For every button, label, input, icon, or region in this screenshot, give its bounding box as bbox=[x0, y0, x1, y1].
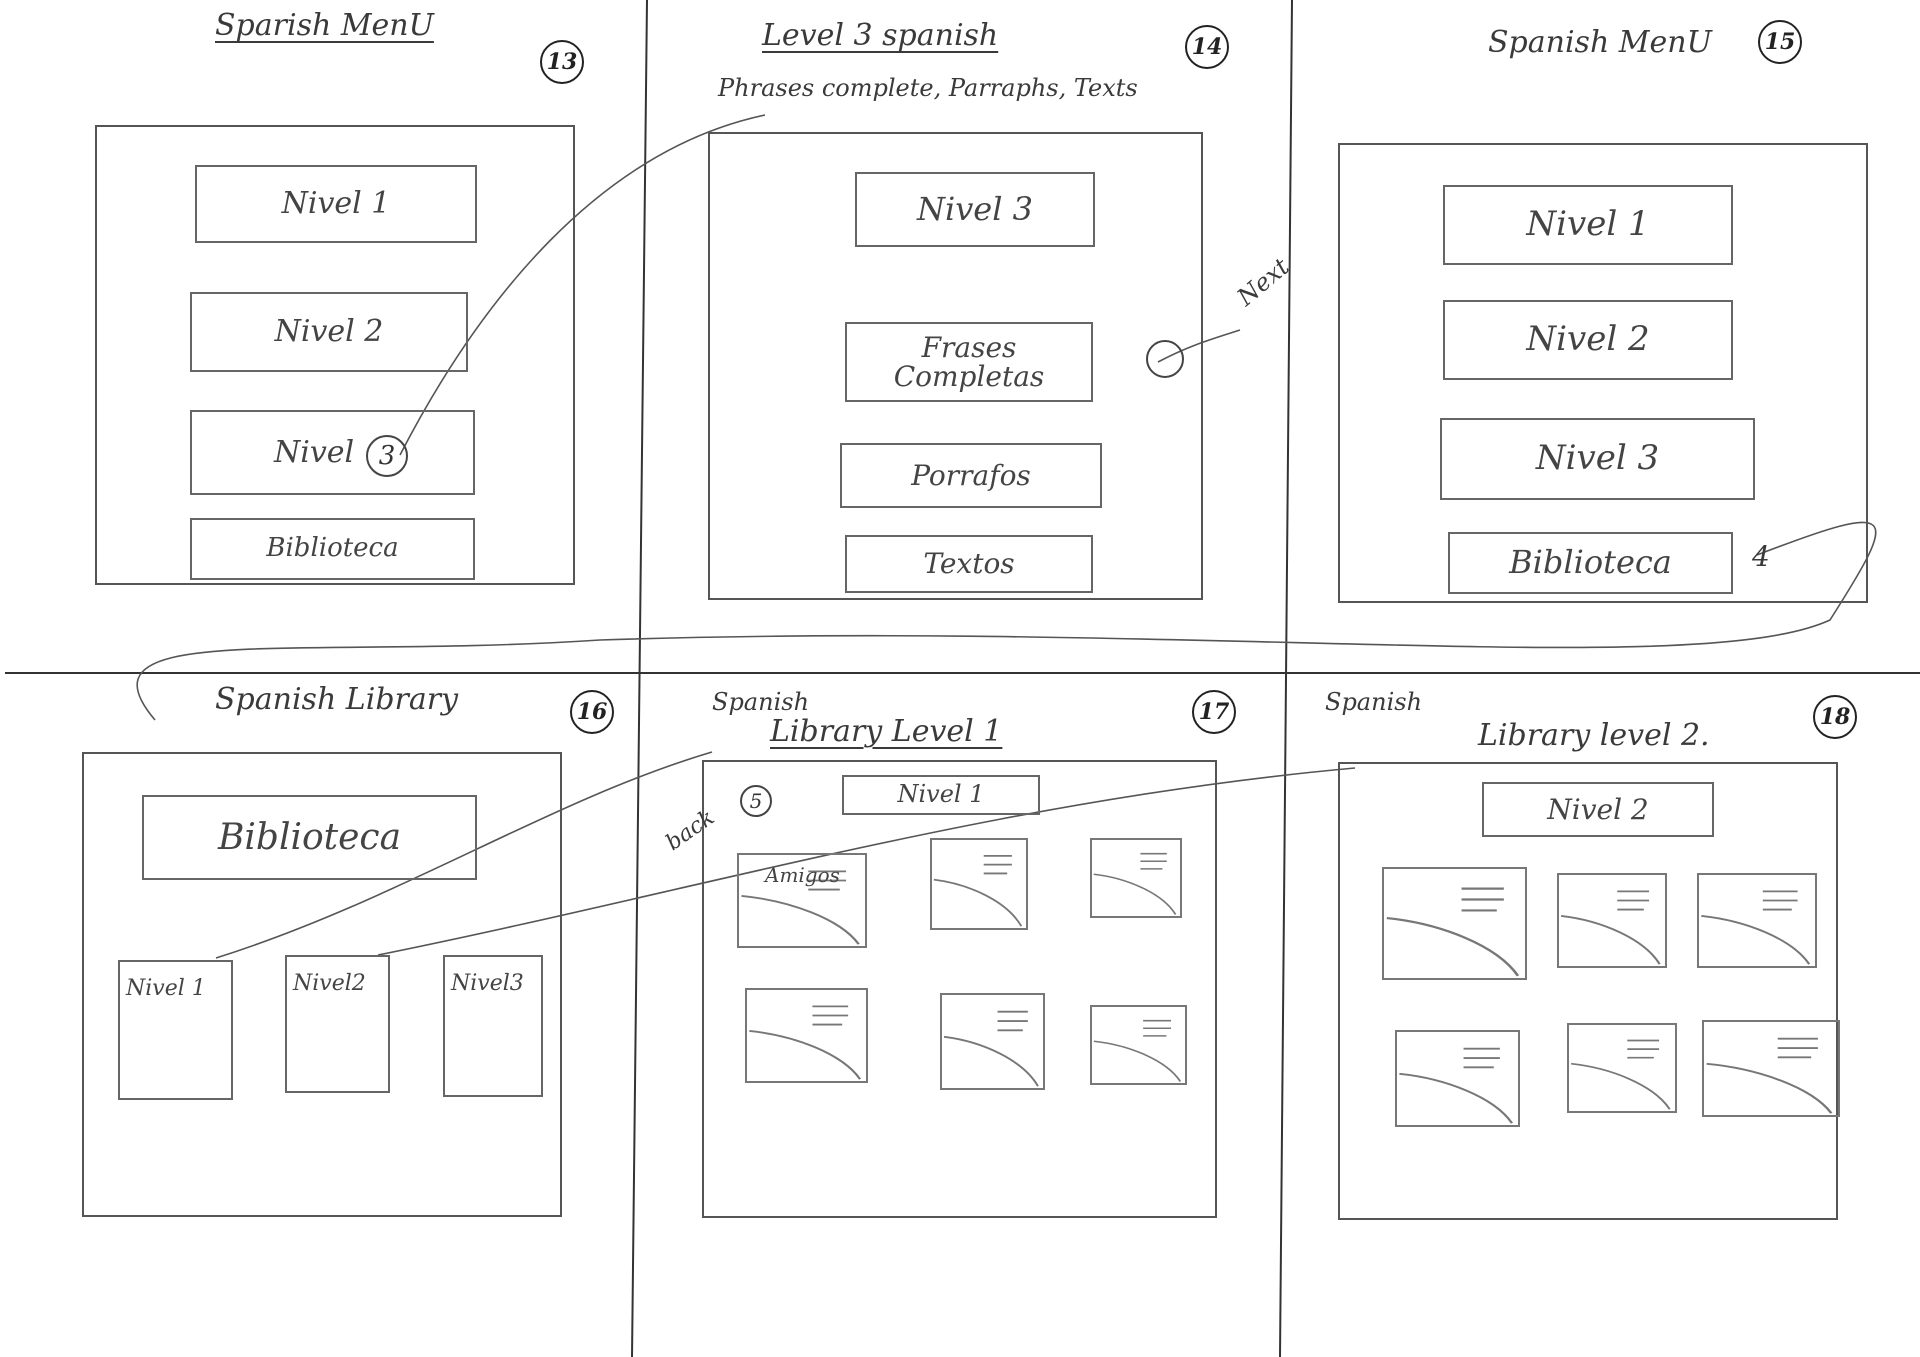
panel-16-nivel-2-shelf[interactable]: Nivel2 bbox=[285, 955, 390, 1093]
panel-14-textos-button[interactable]: Textos bbox=[845, 535, 1093, 593]
panel-16-nivel-2-label: Nivel2 bbox=[293, 971, 366, 996]
card-sketch-icon bbox=[1706, 1037, 1833, 1114]
panel-17-title: Library Level 1 bbox=[770, 714, 1003, 749]
panel-15-side-mark: 4 bbox=[1752, 540, 1770, 573]
panel-13-biblioteca-button[interactable]: Biblioteca bbox=[190, 518, 475, 580]
panel-18-header: Nivel 2 bbox=[1482, 782, 1714, 837]
card-sketch-icon bbox=[933, 854, 1023, 927]
panel-17-header: Nivel 1 bbox=[842, 775, 1040, 815]
panel-15-title: Spanish MenU bbox=[1488, 25, 1712, 60]
panel-17-story-card[interactable] bbox=[930, 838, 1028, 930]
panel-13-nivel-2-button[interactable]: Nivel 2 bbox=[190, 292, 468, 372]
panel-16-title: Spanish Library bbox=[215, 682, 459, 717]
panel-16-header: Biblioteca bbox=[142, 795, 477, 880]
card-sketch-icon bbox=[1560, 890, 1661, 965]
panel-17-screen bbox=[702, 760, 1217, 1218]
panel-14-screen bbox=[708, 132, 1203, 600]
panel-15-screen bbox=[1338, 143, 1868, 603]
panel-17-card-label: Amigos bbox=[765, 863, 840, 887]
panel-17-story-card[interactable] bbox=[940, 993, 1045, 1090]
panel-18-story-card[interactable] bbox=[1702, 1020, 1840, 1117]
panel-13-title: Sparish MenU bbox=[215, 8, 434, 43]
card-sketch-icon bbox=[943, 1010, 1039, 1087]
panel-13-nivel-3-label: Nivel bbox=[274, 434, 355, 470]
panel-13-number: 13 bbox=[540, 40, 584, 84]
panel-14-frases-completas-button[interactable]: Frases Completas bbox=[845, 322, 1093, 402]
panel-17-story-card[interactable] bbox=[1090, 838, 1182, 918]
panel-15-nivel-3-button[interactable]: Nivel 3 bbox=[1440, 418, 1755, 500]
panel-13-nivel-3-button[interactable]: Nivel bbox=[190, 410, 475, 495]
card-sketch-icon bbox=[1570, 1039, 1671, 1110]
panel-16-screen bbox=[82, 752, 562, 1217]
panel-18-story-card[interactable] bbox=[1567, 1023, 1677, 1113]
panel-17-story-card[interactable] bbox=[1090, 1005, 1187, 1085]
panel-18-story-card[interactable] bbox=[1557, 873, 1667, 968]
panel-18-screen bbox=[1338, 762, 1838, 1220]
panel-14-parrafos-button[interactable]: Porrafos bbox=[840, 443, 1102, 508]
panel-16-nivel-3-label: Nivel3 bbox=[451, 971, 524, 996]
card-sketch-icon bbox=[1093, 1019, 1182, 1082]
card-sketch-icon bbox=[1093, 852, 1177, 915]
panel-18-number: 18 bbox=[1813, 695, 1857, 739]
panel-18-story-card[interactable] bbox=[1382, 867, 1527, 980]
panel-17-story-card[interactable] bbox=[745, 988, 868, 1083]
card-sketch-icon bbox=[1701, 890, 1811, 965]
panel-16-nivel-1-label: Nivel 1 bbox=[126, 976, 206, 1001]
panel-17-story-card[interactable]: Amigos bbox=[737, 853, 867, 948]
panel-14-subtitle: Phrases complete, Parraphs, Texts bbox=[718, 74, 1138, 102]
panel-18-title: Library level 2. bbox=[1478, 718, 1710, 753]
panel-15-number: 15 bbox=[1758, 20, 1802, 64]
panel-18-story-card[interactable] bbox=[1697, 873, 1817, 968]
panel-17-number: 17 bbox=[1192, 690, 1236, 734]
panel-18-story-card[interactable] bbox=[1395, 1030, 1520, 1127]
panel-15-nivel-1-button[interactable]: Nivel 1 bbox=[1443, 185, 1733, 265]
panel-15-biblioteca-button[interactable]: Biblioteca bbox=[1448, 532, 1733, 594]
card-sketch-icon bbox=[1399, 1047, 1514, 1124]
panel-13-screen bbox=[95, 125, 575, 585]
card-sketch-icon bbox=[749, 1005, 862, 1080]
panel-14-next-circle bbox=[1146, 340, 1184, 378]
panel-14-next-label: Next bbox=[1231, 252, 1295, 312]
card-sketch-icon bbox=[741, 870, 860, 945]
panel-17-title-top: Spanish bbox=[712, 688, 810, 716]
panel-14-title: Level 3 spanish bbox=[762, 18, 999, 53]
panel-16-nivel-3-shelf[interactable]: Nivel3 bbox=[443, 955, 543, 1097]
panel-16-number: 16 bbox=[570, 690, 614, 734]
card-sketch-icon bbox=[1386, 887, 1520, 977]
panel-16-nivel-1-shelf[interactable]: Nivel 1 bbox=[118, 960, 233, 1100]
panel-13-nivel-1-button[interactable]: Nivel 1 bbox=[195, 165, 477, 243]
panel-14-header: Nivel 3 bbox=[855, 172, 1095, 247]
panel-14-number: 14 bbox=[1185, 25, 1229, 69]
panel-17-back-mark: 5 bbox=[740, 785, 772, 817]
panel-13-circled-three: 3 bbox=[366, 435, 408, 477]
panel-18-title-top: Spanish bbox=[1325, 688, 1423, 716]
panel-15-nivel-2-button[interactable]: Nivel 2 bbox=[1443, 300, 1733, 380]
